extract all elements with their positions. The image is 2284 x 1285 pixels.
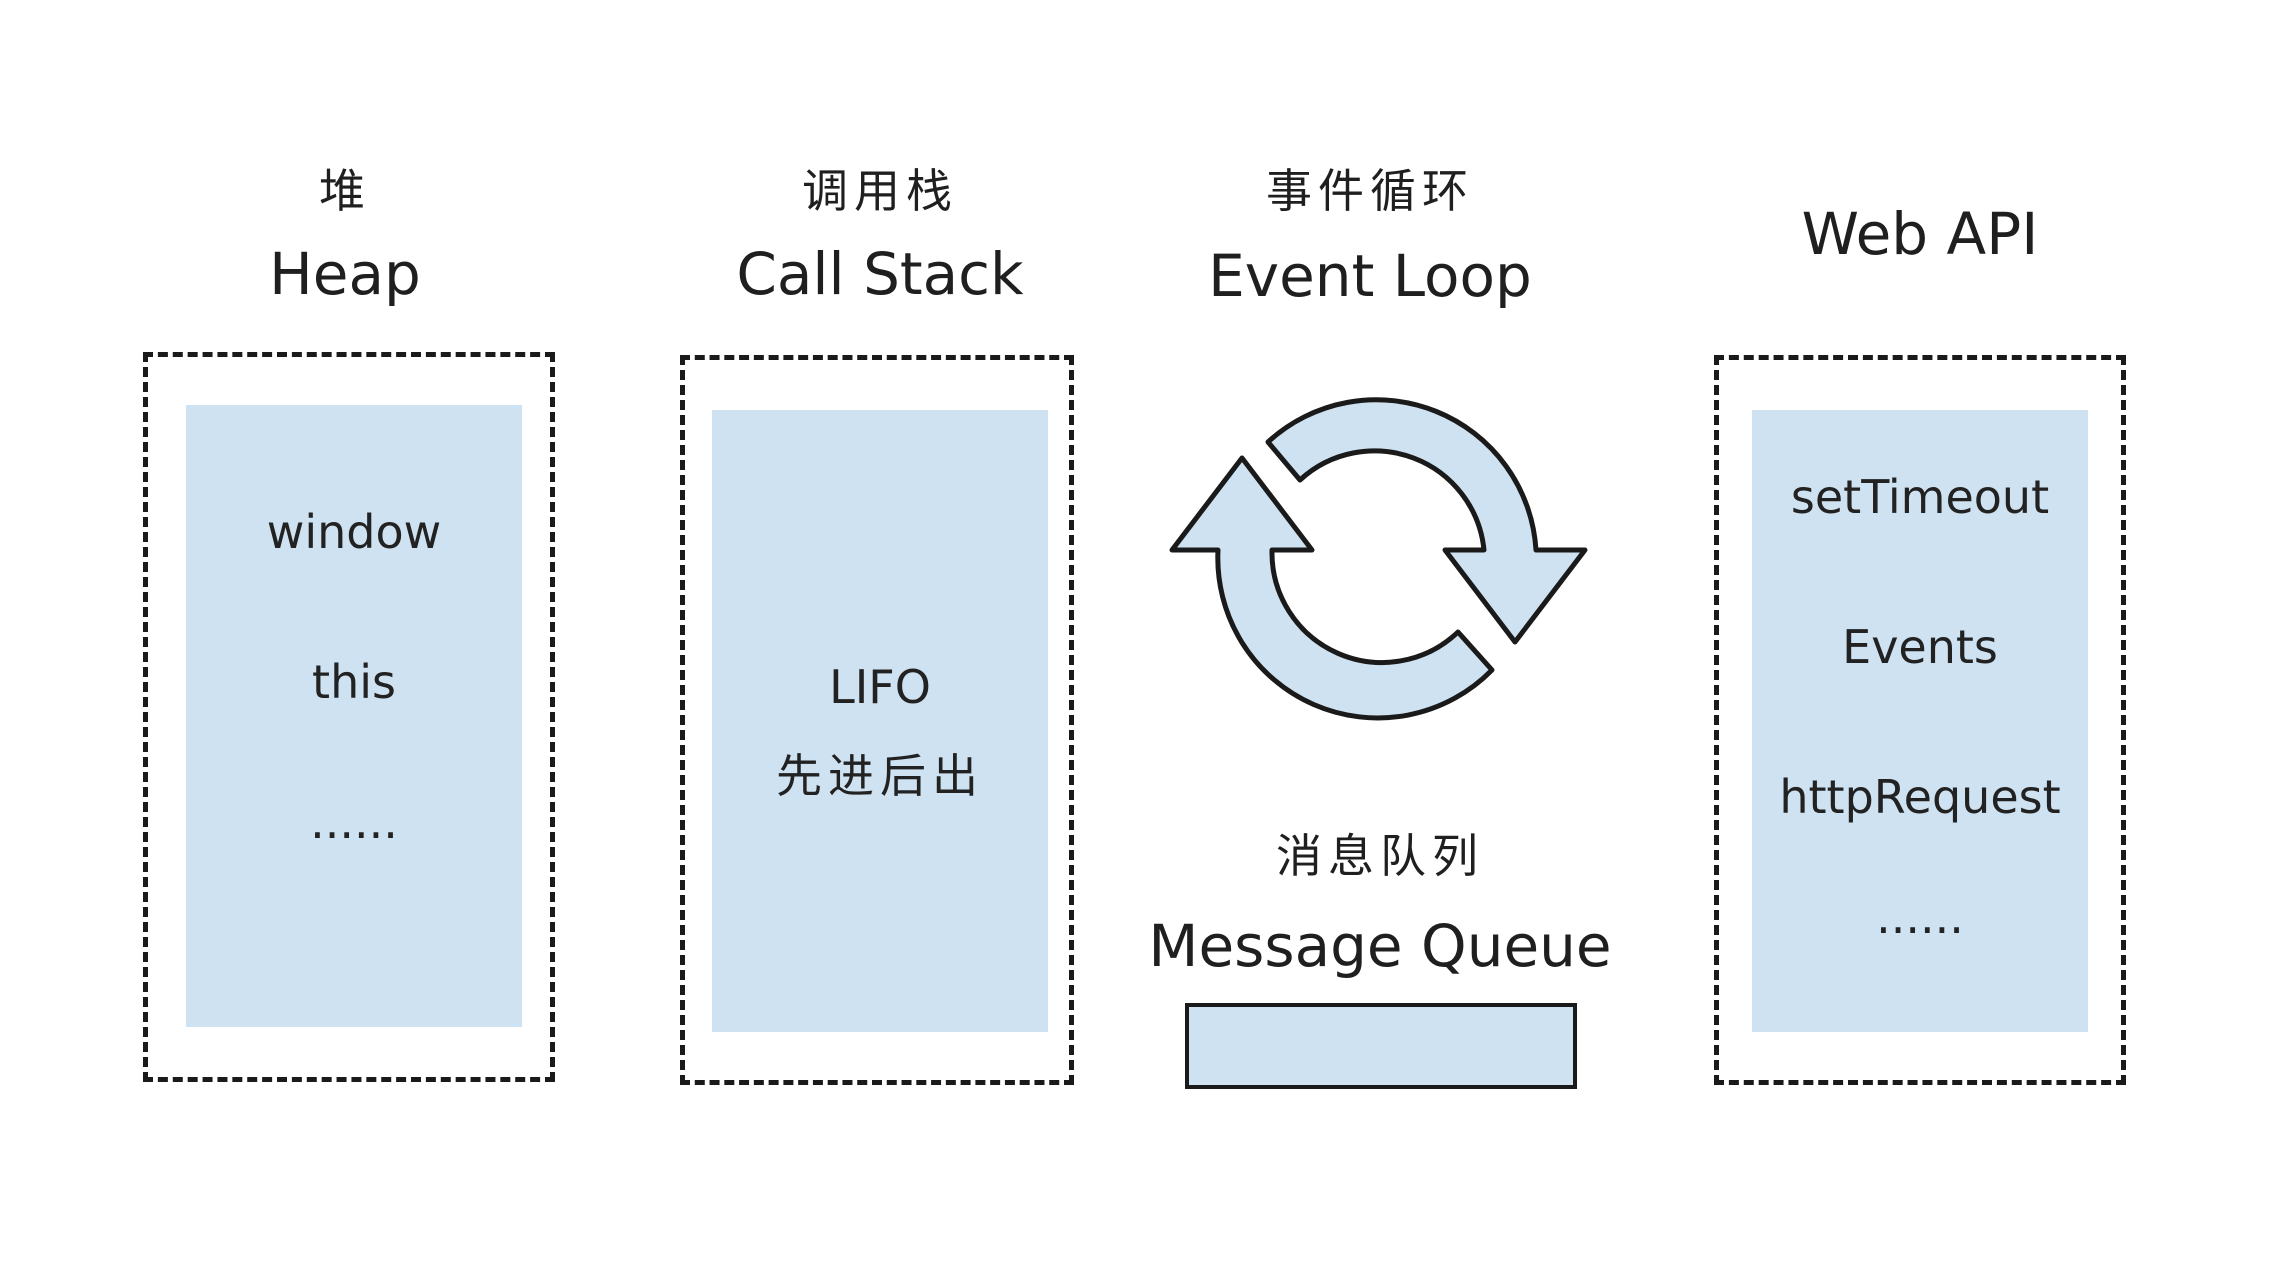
- cycle-arrows-icon: [1169, 397, 1588, 721]
- web-api-item-events: Events: [1842, 620, 1998, 674]
- heap-item-window: window: [266, 505, 442, 559]
- web-api-item-httprequest: httpRequest: [1779, 770, 2061, 824]
- call-stack-item-lifo-cn: 先进后出: [776, 749, 984, 803]
- heap-item-this: this: [312, 655, 396, 709]
- event-loop-title-en: Event Loop: [1208, 242, 1532, 310]
- web-api-container: [1714, 355, 2126, 1085]
- call-stack-title-cn: 调用栈: [802, 164, 958, 218]
- call-stack-title-en: Call Stack: [736, 240, 1024, 308]
- heap-panel: window this ......: [186, 405, 522, 1027]
- web-api-title-en: Web API: [1801, 200, 2039, 268]
- message-queue-box: [1185, 1003, 1577, 1089]
- message-queue-title-cn: 消息队列: [1276, 829, 1484, 883]
- cycle-arrow-right: [1265, 397, 1588, 645]
- call-stack-container: [680, 355, 1074, 1085]
- call-stack-item-lifo: LIFO: [829, 660, 931, 714]
- heap-item-ellipsis: ......: [310, 795, 398, 849]
- web-api-item-ellipsis: ......: [1876, 890, 1964, 944]
- web-api-item-settimeout: setTimeout: [1790, 470, 2050, 524]
- message-queue-title-en: Message Queue: [1148, 912, 1612, 980]
- heap-title-en: Heap: [269, 240, 421, 308]
- heap-title-cn: 堆: [319, 164, 371, 218]
- call-stack-panel: LIFO 先进后出: [712, 410, 1048, 1032]
- web-api-panel: setTimeout Events httpRequest ......: [1752, 410, 2088, 1032]
- event-loop-title-cn: 事件循环: [1266, 164, 1474, 218]
- cycle-arrow-left: [1169, 455, 1495, 721]
- heap-container: [143, 352, 555, 1082]
